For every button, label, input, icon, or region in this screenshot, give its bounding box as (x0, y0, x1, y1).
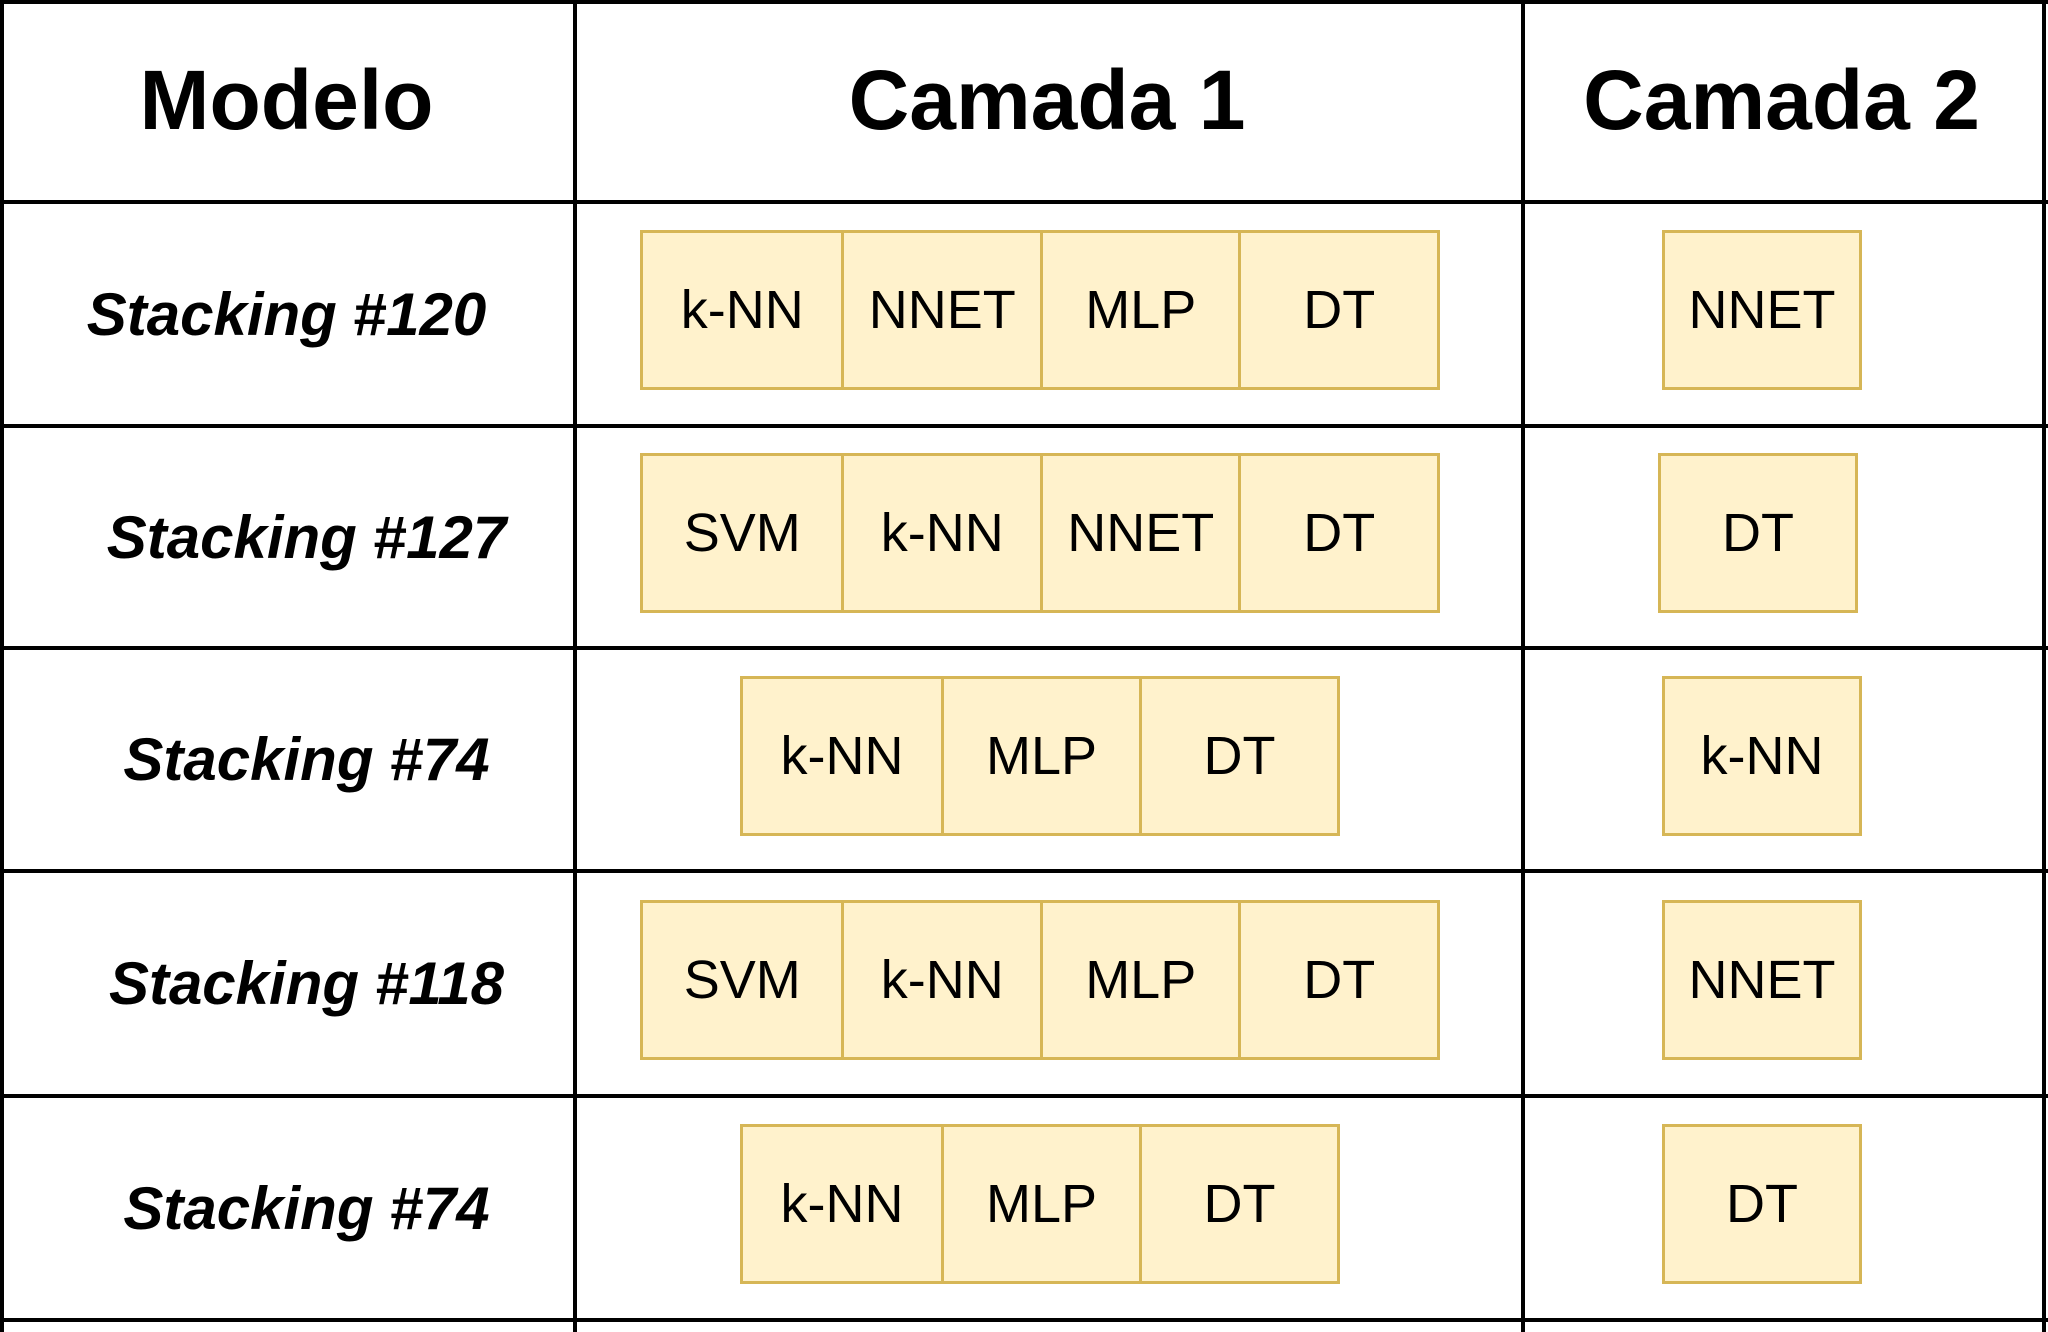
grid-line-row-3 (0, 869, 2048, 873)
grid-line-left (0, 0, 4, 1332)
layer1-model-box: SVM (683, 949, 801, 1010)
row-label-number: #74 (389, 726, 490, 793)
layer1-model-box: MLP (1039, 233, 1239, 387)
row-label: Stacking#118 (20, 873, 593, 1094)
layer2-model-box: NNET (1688, 280, 1836, 340)
grid-line-row-4 (0, 1094, 2048, 1098)
layer2-model-box: NNET (1688, 949, 1836, 1010)
layer1-model-box: k-NN (841, 902, 1040, 1057)
grid-line-header (0, 200, 2048, 204)
layer2-model-box: DT (1722, 503, 1794, 563)
grid-line-row-1 (0, 424, 2048, 428)
layer2-group: NNET (1662, 230, 1862, 390)
layer1-model-box: k-NN (841, 456, 1040, 610)
layer2-group: DT (1658, 453, 1858, 613)
layer2-group: DT (1662, 1124, 1862, 1284)
grid-line-row-2 (0, 646, 2048, 650)
row-label-text: Stacking (123, 1174, 374, 1242)
layer2-model-box: k-NN (1700, 725, 1824, 786)
row-label-text: Stacking (86, 280, 337, 348)
layer1-model-box: MLP (940, 1127, 1139, 1281)
layer1-model-box: MLP (940, 678, 1139, 833)
grid-line-top (0, 0, 2048, 4)
layer1-model-box: DT (1238, 456, 1437, 610)
row-label: Stacking#74 (20, 1098, 593, 1318)
row-label: Stacking#120 (0, 204, 573, 424)
grid-line-col-1 (573, 0, 577, 1332)
row-label-text: Stacking (123, 726, 374, 793)
layer2-group: NNET (1662, 899, 1862, 1060)
layer1-model-box: k-NN (780, 725, 904, 786)
layer2-group: k-NN (1662, 675, 1862, 836)
header-model: Modelo (139, 52, 434, 147)
layer1-model-box: SVM (683, 503, 801, 563)
grid-line-right (2042, 0, 2046, 1332)
row-label-text: Stacking (106, 503, 357, 571)
layer1-model-box: k-NN (680, 280, 804, 340)
header-layer-2: Camada 2 (1583, 52, 1980, 147)
row-label-number: #127 (372, 503, 507, 571)
layer1-model-box: DT (1139, 678, 1337, 833)
row-label-number: #118 (375, 950, 505, 1017)
layer1-model-box: MLP (1039, 902, 1239, 1057)
layer1-model-box: DT (1139, 1127, 1337, 1281)
layer1-model-box: k-NN (780, 1174, 904, 1234)
layer1-model-box: NNET (841, 233, 1040, 387)
row-label-number: #74 (389, 1174, 490, 1242)
grid-line-col-2 (1521, 0, 1525, 1332)
row-label-text: Stacking (108, 950, 360, 1017)
layer2-model-box: DT (1726, 1174, 1798, 1234)
layer1-model-box: NNET (1039, 456, 1239, 610)
row-label: Stacking#127 (20, 428, 593, 646)
row-label-number: #120 (352, 280, 487, 348)
layer1-model-box: DT (1238, 233, 1437, 387)
layer1-model-box: DT (1238, 902, 1437, 1057)
row-label: Stacking#74 (20, 650, 593, 869)
header-layer-1: Camada 1 (848, 52, 1246, 147)
grid-line-bottom (0, 1318, 2048, 1322)
